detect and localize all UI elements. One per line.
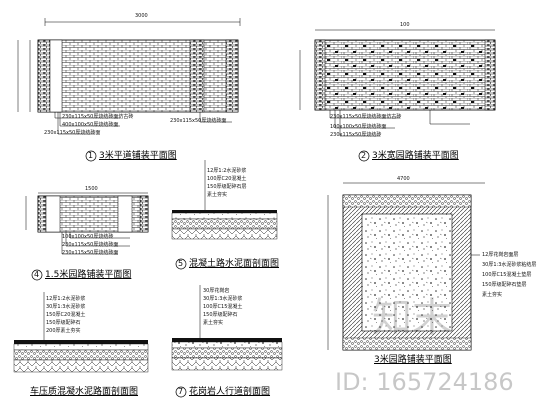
note-p2-1: 230x115x50厚烧结砖面仿古砖 <box>330 114 402 120</box>
note-s6-2: 30厚1:3水泥砂浆 <box>46 304 86 310</box>
title-5: 混凝土路水泥面剖面图 <box>189 259 280 269</box>
note-s6-3: 150厚C20混凝土 <box>46 312 86 318</box>
title-7-number: 7 <box>178 387 184 396</box>
dim-detail-3-width: 4700 <box>397 176 410 182</box>
note-s4-1: 12厚1:2水泥砂浆 <box>207 168 247 174</box>
note-s7-3: 100厚C15混凝土 <box>203 304 243 310</box>
section-7-granite <box>171 285 283 371</box>
dim-plan-1-width: 3000 <box>135 13 148 19</box>
title-1-number: 1 <box>88 151 94 160</box>
note-p1-right: 230x115x50厚烧结砖面 <box>170 118 227 124</box>
note-s8-2: 30厚1:3水泥砂浆粘结层 <box>482 262 537 268</box>
note-s6-4: 150厚级配碎石 <box>46 320 81 326</box>
plan-1-brick-paving <box>17 18 241 135</box>
note-s7-4: 150厚级配碎石 <box>203 312 238 318</box>
title-4: 1.5米园路铺装平面图 <box>45 270 132 280</box>
note-s7-2: 30厚1:3水泥砂浆 <box>203 296 243 302</box>
title-2: 3米宽园路铺装平面图 <box>372 151 459 161</box>
note-s8-3: 100厚C15混凝土垫层 <box>482 272 532 278</box>
note-p1-2: 400x100x50厚烧结砖面 <box>62 122 119 128</box>
section-6-vehicle-path <box>13 292 149 373</box>
note-s7-1: 30厚花岗岩 <box>203 288 230 294</box>
dim-plan-4-width: 1500 <box>85 186 98 192</box>
note-s7-5: 素土夯实 <box>203 320 224 326</box>
note-p2-3: 230x115x50厚烧结砖 <box>330 132 382 138</box>
title-6: 车压质混凝水泥路面剖面图 <box>30 387 139 397</box>
note-s6-1: 12厚1:2水泥砂浆 <box>46 296 86 302</box>
note-s4-3: 150厚级配碎石层 <box>207 184 247 190</box>
watermark-id: ID: 165724186 <box>335 368 514 396</box>
note-s4-2: 100厚C20混凝土 <box>207 176 247 182</box>
title-1: 3米平道铺装平面图 <box>99 151 177 161</box>
title-4-number: 4 <box>34 270 40 279</box>
note-s6-5: 200厚素土夯实 <box>46 328 81 334</box>
note-s4-4: 素土夯实 <box>207 192 228 198</box>
plan-2-brick-paving <box>299 29 496 137</box>
note-p3-3: 230x115x50厚烧结砖面 <box>62 250 119 256</box>
title-7: 花岗岩人行道剖面图 <box>189 387 271 397</box>
section-5-concrete <box>171 160 278 240</box>
note-s8-1: 12厚花岗岩面层 <box>482 252 519 258</box>
title-2-number: 2 <box>361 151 367 160</box>
note-p1-1: 230x115x50厚烧结砖面仿古砖 <box>62 114 134 120</box>
title-5-number: 5 <box>178 259 184 268</box>
dim-plan-2-width: 100 <box>400 22 410 28</box>
note-p3-2: 230x115x50厚烧结砖面 <box>62 242 119 248</box>
note-s8-4: 150厚级配碎石垫层 <box>482 282 527 288</box>
note-p3-1: 100x100x50厚烧结砖 <box>62 234 114 240</box>
note-s8-5: 素土夯实 <box>482 292 503 298</box>
title-3: 3米园路铺装平面图 <box>374 355 452 365</box>
note-p2-2: 100x100x50厚烧结砖面 <box>330 124 387 130</box>
note-p1-3: 230x115x50厚烧结砖面 <box>44 130 101 136</box>
detail-3-square-planter <box>327 182 485 351</box>
watermark-logo: 知末 <box>372 295 452 341</box>
plan-4-narrow-path <box>25 192 149 255</box>
